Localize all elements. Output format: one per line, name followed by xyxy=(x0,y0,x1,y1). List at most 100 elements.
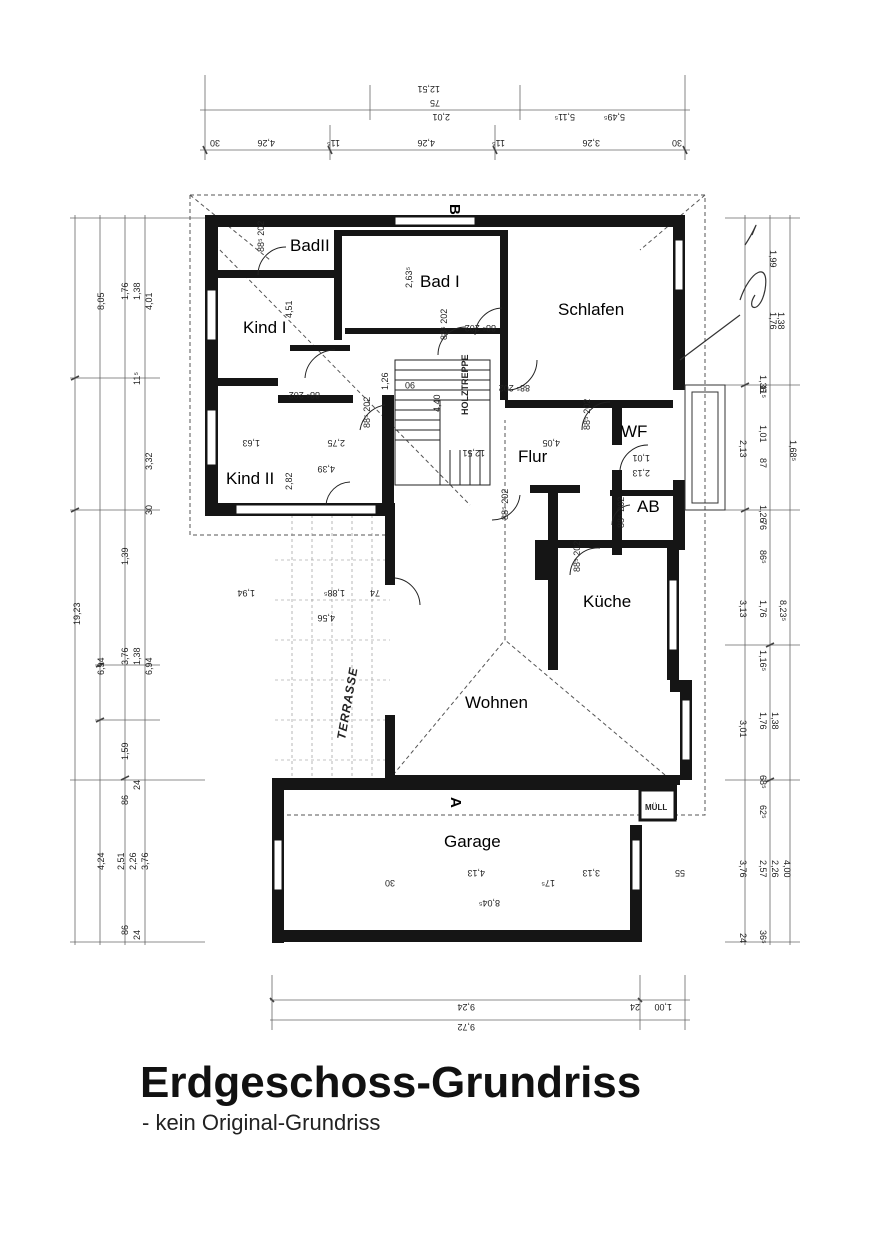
dim-label: 1,01 xyxy=(758,425,768,443)
roof-outline xyxy=(189,194,706,816)
dim-label: 3,13 xyxy=(738,600,748,618)
dim-label: 19,23 xyxy=(72,602,82,625)
dim-label: 4,26 xyxy=(257,138,275,148)
room-label-wf: WF xyxy=(621,422,647,441)
dim-label: 6,94 xyxy=(96,657,106,675)
dim-label: 3,76 xyxy=(738,860,748,878)
door-label: 88⁵ 202 xyxy=(572,541,582,572)
dim-label: 3,76 xyxy=(140,852,150,870)
dim-label: 1,01 xyxy=(632,453,650,463)
dimension-labels-left: 4,01 1,76 1,38 8,05 11⁵ 3,32 30 19,23 1,… xyxy=(72,282,154,940)
staircase xyxy=(394,359,491,486)
door-label: 88⁵ 202 xyxy=(465,323,496,333)
dim-label: 55 xyxy=(675,868,685,878)
dim-label: 24 xyxy=(132,780,142,790)
dim-label: 1,39 xyxy=(120,547,130,565)
page-subtitle: - kein Original-Grundriss xyxy=(142,1110,381,1135)
door-stamps: 88⁵ 202 88⁵ 202 88⁵ 202 88⁵ 202 88⁵ 202 … xyxy=(256,221,626,572)
dim-label: 12,51 xyxy=(462,448,485,458)
dim-label: 4,51 xyxy=(284,300,294,318)
dim-label: 9,24 xyxy=(457,1002,475,1012)
dim-label: 4,00 xyxy=(782,860,792,878)
dim-label: 2,26 xyxy=(770,860,780,878)
dim-label: 2,13 xyxy=(738,440,748,458)
dimension-labels-top: 12,51 75 2,01 5,11⁵ 4,26 4,26 5,49⁵ 3,26… xyxy=(210,84,682,148)
dim-label: 1,76 xyxy=(120,282,130,300)
dim-label: 3,01 xyxy=(738,720,748,738)
dim-label: 2,57 xyxy=(758,860,768,878)
svg-text:MÜLL: MÜLL xyxy=(645,803,667,812)
dim-label: 1,68⁵ xyxy=(788,440,798,462)
dim-label: 76 xyxy=(758,520,768,530)
dim-label: 12,51 xyxy=(417,84,440,94)
dim-label: 4,24 xyxy=(96,852,106,870)
dim-label: 86 xyxy=(120,795,130,805)
dim-label: 4,13 xyxy=(467,868,485,878)
dim-label: 6,94 xyxy=(144,657,154,675)
dim-label: 1,38 xyxy=(132,282,142,300)
dim-label: 24 xyxy=(738,933,748,943)
room-label-schlafen: Schlafen xyxy=(558,300,624,319)
holztreppe-label: HOLZTREPPE xyxy=(460,354,470,415)
dim-label: 1,38 xyxy=(770,712,780,730)
dim-label: 3,26 xyxy=(582,138,600,148)
dim-label: 3,76 xyxy=(120,647,130,665)
door-label: 88⁵ 202 xyxy=(500,489,510,520)
signature-mark xyxy=(679,224,767,361)
dim-label: 24 xyxy=(630,1002,640,1012)
dim-label: 4,40 xyxy=(432,394,442,412)
dim-label: 1,16⁵ xyxy=(758,650,768,672)
axis-marker-b: B xyxy=(446,204,463,215)
room-label-kueche: Küche xyxy=(583,592,631,611)
room-label-wohnen: Wohnen xyxy=(465,693,528,712)
terrace-label: TERRASSE xyxy=(334,666,361,741)
dim-label: 1,26 xyxy=(380,372,390,390)
dim-label: 2,63⁵ xyxy=(404,266,414,288)
dim-label: 30 xyxy=(672,138,682,148)
dim-label: 2,75 xyxy=(327,438,345,448)
dim-label: 1,76 xyxy=(758,712,768,730)
room-label-flur: Flur xyxy=(518,447,548,466)
dim-label: 4,26 xyxy=(417,138,435,148)
dimension-labels-bottom: 9,24 9,72 1,00 24 xyxy=(457,1002,672,1032)
dimension-ticks xyxy=(70,145,775,1003)
dim-label: 62⁵ xyxy=(758,805,768,819)
dim-label: 1,26 xyxy=(758,505,768,523)
room-label-kind1: Kind I xyxy=(243,318,286,337)
dim-label: 11⁵ xyxy=(132,372,142,385)
dimension-lines xyxy=(70,75,800,1030)
dim-label: 1,38 xyxy=(132,647,142,665)
dim-label: 9,72 xyxy=(457,1022,475,1032)
dim-label: 24 xyxy=(132,930,142,940)
door-label: 88⁵ 202 xyxy=(256,221,266,252)
dim-label: 1,00 xyxy=(654,1002,672,1012)
dim-label: 4,05 xyxy=(542,438,560,448)
dim-label: 1,36 xyxy=(758,375,768,393)
dim-label: 30 xyxy=(144,505,154,515)
dim-label: 2,26 xyxy=(128,852,138,870)
room-label-ab: AB xyxy=(637,497,660,516)
room-label-kind2: Kind II xyxy=(226,469,274,488)
dim-label: 5,11⁵ xyxy=(554,112,575,122)
dim-label: 8,23⁵ xyxy=(778,600,788,622)
dim-label: 1,63 xyxy=(242,438,260,448)
dim-label: 1,99 xyxy=(768,250,778,268)
dim-label: 1,76 xyxy=(758,600,768,618)
dim-label: 4,01 xyxy=(144,292,154,310)
dim-label: 1,38 xyxy=(776,312,786,330)
door-label: 88⁵ 202 xyxy=(499,383,530,393)
dimension-labels-right: 1,99 1,38 1,76 1,36 11⁵ 2,13 1,01 87 1,6… xyxy=(738,250,798,944)
door-label: 88⁵ 202 xyxy=(289,390,320,400)
dim-label: 87 xyxy=(758,458,768,468)
dim-label: 75 xyxy=(430,98,440,108)
dim-label: 1,59 xyxy=(120,742,130,760)
dim-label: 3,32 xyxy=(144,452,154,470)
dim-label: 8,05 xyxy=(96,292,106,310)
dim-label: 1,76 xyxy=(768,312,778,330)
refuse-box: MÜLL xyxy=(638,788,677,822)
room-label-garage: Garage xyxy=(444,832,501,851)
door-label: 88⁵ 202 xyxy=(616,497,626,528)
dim-label: 86 xyxy=(120,925,130,935)
dim-label: 30 xyxy=(210,138,220,148)
axis-marker-a: A xyxy=(447,797,464,808)
